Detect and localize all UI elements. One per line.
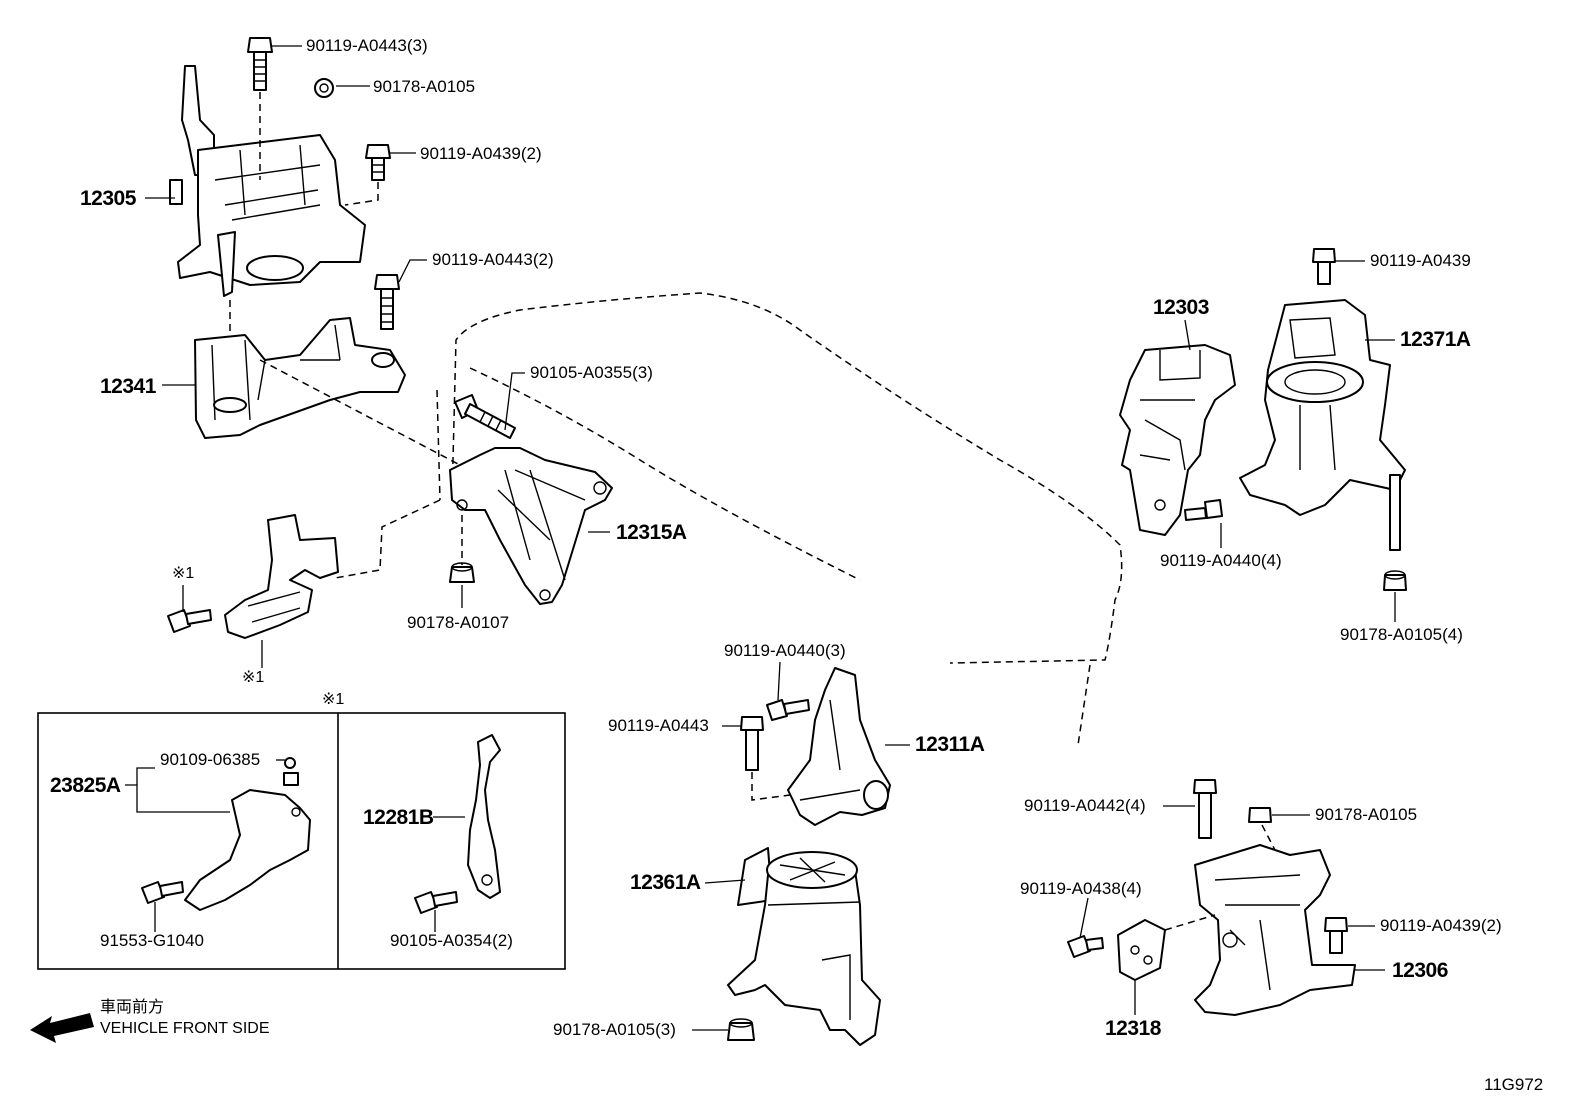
- part-12306-mount: [1194, 844, 1356, 1016]
- engine-outline: [451, 292, 1123, 664]
- bolt-90105-A0354-2: [414, 891, 458, 914]
- part-ref1-bracket: [224, 514, 339, 639]
- label-90119-A0439-2-top: 90119-A0439(2): [420, 144, 542, 163]
- part-12303-mount: [1119, 344, 1236, 536]
- vehicle-front-label-en: VEHICLE FRONT SIDE: [100, 1020, 270, 1037]
- label-12281B: 12281B: [363, 806, 434, 829]
- label-91553-G1040: 91553-G1040: [100, 931, 204, 950]
- label-23825A: 23825A: [50, 774, 121, 797]
- part-12361A-mount: [727, 847, 881, 1046]
- bolt-90119-A0443-2: [374, 274, 400, 330]
- label-12318: 12318: [1105, 1017, 1161, 1040]
- part-12341-bracket: [194, 317, 406, 439]
- label-90178-A0105-3: 90178-A0105(3): [553, 1020, 676, 1039]
- nut-90178-A0105-top: [314, 78, 334, 98]
- label-12305: 12305: [80, 187, 136, 210]
- label-12371A: 12371A: [1400, 328, 1471, 351]
- bolt-90119-A0443-3: [247, 37, 273, 91]
- label-12341: 12341: [100, 375, 156, 398]
- label-90119-A0443-mid: 90119-A0443: [608, 716, 709, 735]
- part-12311A-bracket: [787, 667, 891, 826]
- nut-90178-A0105-4: [1383, 570, 1407, 591]
- part-23825A-bracket: [184, 789, 311, 911]
- vehicle-front-label-jp: 車両前方: [100, 999, 165, 1016]
- part-12315A-bracket: [449, 447, 613, 605]
- label-90178-A0105-br: 90178-A0105: [1315, 805, 1418, 824]
- label-12303: 12303: [1153, 296, 1209, 319]
- bolt-90105-A0355-3: [454, 394, 516, 439]
- part-12305-mount: [169, 65, 366, 297]
- label-90119-A0439-right: 90119-A0439: [1370, 251, 1471, 270]
- arrow-left-front-icon: [30, 1013, 94, 1043]
- label-90109-06385: 90109-06385: [160, 750, 261, 769]
- label-90119-A0443-3: 90119-A0443(3): [306, 36, 428, 55]
- engine-lower-outline: [469, 367, 861, 581]
- nut-90178-A0105-3: [727, 1018, 755, 1041]
- label-12311A: 12311A: [915, 733, 985, 756]
- label-90119-A0443-2: 90119-A0443(2): [432, 250, 554, 269]
- label-90178-A0105-4: 90178-A0105(4): [1340, 625, 1463, 644]
- bolt-90119-A0440-3: [766, 699, 810, 721]
- bolt-90119-A0442-4: [1193, 779, 1217, 839]
- label-90119-A0439-2-br: 90119-A0439(2): [1380, 916, 1502, 935]
- part-12318-plate: [1117, 919, 1166, 981]
- label-90105-A0354-2: 90105-A0354(2): [390, 931, 513, 950]
- label-12361A: 12361A: [630, 871, 701, 894]
- bolt-90119-A0440-4: [1184, 499, 1223, 521]
- ref-mark-1-a: ※1: [172, 565, 195, 582]
- bolt-ref1: [167, 609, 212, 633]
- nut-90178-A0105-br: [1248, 807, 1272, 823]
- bolt-90119-A0439-2-br: [1324, 917, 1348, 954]
- label-90178-A0105-top: 90178-A0105: [373, 77, 476, 96]
- part-12371A-mount: [1239, 299, 1406, 551]
- ref-mark-1-box: ※1: [322, 691, 345, 708]
- ref-mark-1-b: ※1: [242, 669, 265, 686]
- nut-90178-A0107: [449, 562, 475, 583]
- part-12281B-clip: [467, 734, 501, 899]
- ref1-inset-box: [37, 712, 566, 970]
- label-90105-A0355-3: 90105-A0355(3): [530, 363, 653, 382]
- figure-code: 11G972: [1484, 1075, 1544, 1094]
- bolt-90119-A0439-2-top: [365, 144, 391, 181]
- label-90119-A0438-4: 90119-A0438(4): [1020, 879, 1142, 898]
- label-12306: 12306: [1392, 959, 1448, 982]
- bolt-90119-A0438-4: [1067, 935, 1104, 958]
- bolt-90109-06385: [283, 757, 299, 786]
- bolt-91553-G1040: [141, 881, 184, 904]
- label-90178-A0107: 90178-A0107: [407, 613, 510, 632]
- bolt-90119-A0443-mid: [740, 716, 764, 771]
- label-12315A: 12315A: [616, 521, 687, 544]
- label-90119-A0440-3: 90119-A0440(3): [724, 641, 846, 660]
- label-90119-A0440-4: 90119-A0440(4): [1160, 551, 1282, 570]
- bolt-90119-A0439-right: [1312, 248, 1336, 285]
- label-90119-A0442-4: 90119-A0442(4): [1024, 796, 1146, 815]
